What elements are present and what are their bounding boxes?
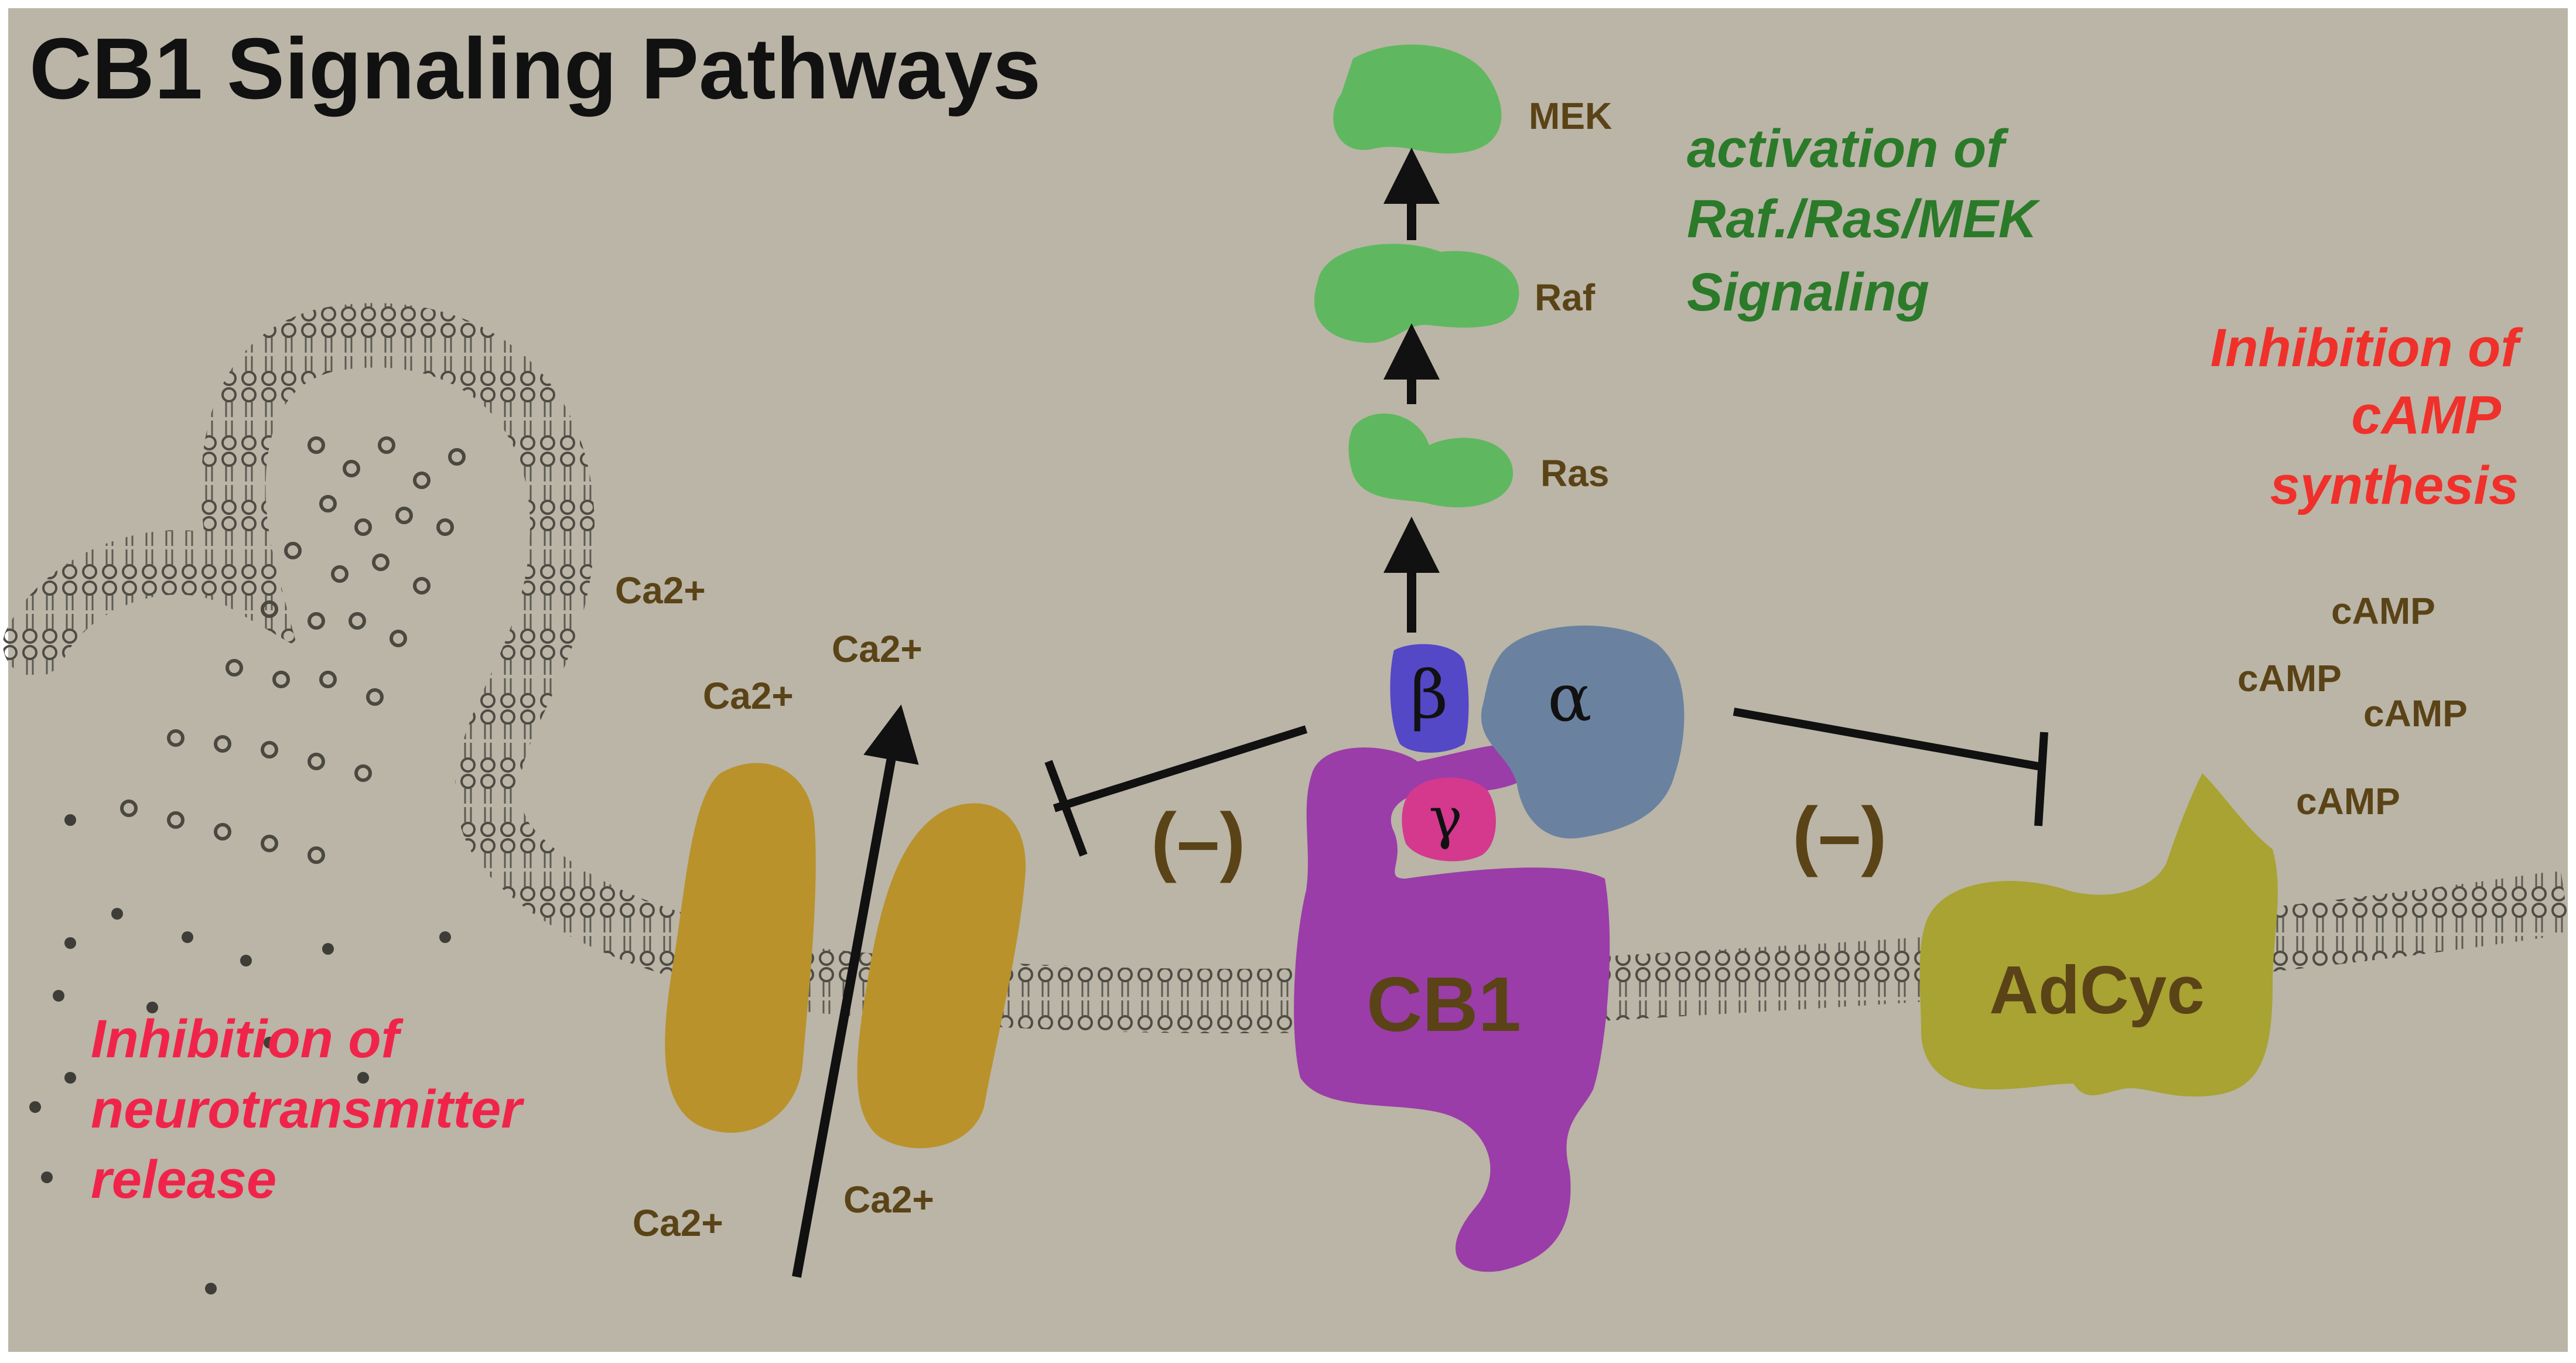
activation-line-1: activation of: [1687, 119, 2009, 179]
background: [8, 8, 2568, 1352]
vesicle-cluster: [120, 436, 466, 864]
page-title: CB1 Signaling Pathways: [29, 21, 1041, 117]
neuro-inhibition-line-3: release: [91, 1150, 276, 1210]
cb1-receptor: [1294, 744, 1610, 1272]
gprotein-alpha: [1481, 625, 1685, 839]
adenylyl-cyclase: [1919, 773, 2278, 1097]
calcium-label-5: Ca2+: [843, 1178, 934, 1221]
activation-line-3: Signaling: [1687, 262, 1929, 322]
inhibition-line-right: [1733, 708, 2045, 771]
gprotein-gamma: [1402, 777, 1496, 862]
camp-label-1: cAMP: [2331, 590, 2435, 632]
cb1-label: CB1: [1366, 961, 1521, 1047]
inhibition-bar-right: [2034, 732, 2048, 826]
calcium-label-2: Ca2+: [832, 628, 923, 670]
minus-right: (–): [1792, 791, 1887, 877]
neuro-inhibition-line-1: Inhibition of: [91, 1009, 404, 1069]
inhibition-line-left: [1053, 725, 1308, 812]
mek-protein: [1333, 45, 1502, 154]
activation-line-2: Raf./Ras/MEK: [1687, 189, 2041, 249]
neuro-inhibition-line-2: neurotransmitter: [91, 1080, 524, 1139]
mek-label: MEK: [1529, 95, 1612, 137]
camp-inhibition-line-2: cAMP: [2351, 385, 2501, 445]
calcium-label-1: Ca2+: [615, 569, 706, 612]
dots-scatter: [29, 814, 451, 1294]
gprotein-beta: [1390, 644, 1469, 753]
raf-protein: [1314, 244, 1519, 343]
calcium-label-3: Ca2+: [703, 675, 794, 717]
alpha-label: α: [1547, 660, 1592, 736]
camp-inhibition-line-3: synthesis: [2270, 456, 2519, 515]
gamma-label: γ: [1429, 785, 1462, 851]
ras-label: Ras: [1540, 452, 1609, 494]
minus-left: (–): [1151, 797, 1245, 883]
camp-label-2: cAMP: [2237, 657, 2342, 699]
raf-label: Raf: [1535, 276, 1596, 319]
calcium-label-4: Ca2+: [633, 1202, 723, 1244]
camp-label-3: cAMP: [2363, 692, 2468, 735]
camp-inhibition-line-1: Inhibition of: [2211, 318, 2524, 378]
ras-protein: [1348, 414, 1514, 508]
beta-label: β: [1410, 657, 1448, 733]
vesicle-membrane: [3, 303, 805, 999]
camp-label-4: cAMP: [2296, 780, 2400, 822]
adcyc-label: AdCyc: [1989, 952, 2204, 1028]
calcium-channel-right: [857, 803, 1026, 1149]
inhibition-bar-left: [1044, 760, 1088, 857]
calcium-influx-arrow: [792, 704, 919, 1278]
calcium-channel-left: [665, 763, 816, 1133]
